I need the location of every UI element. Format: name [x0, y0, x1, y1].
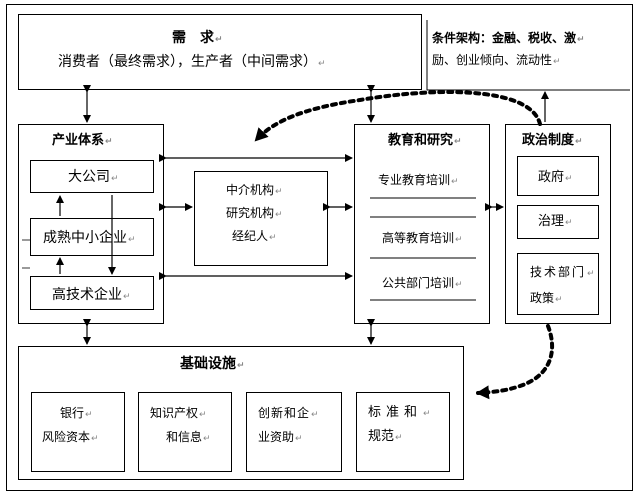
paragraph-mark: ↵ [215, 35, 223, 45]
paragraph-mark: ↵ [577, 35, 585, 45]
politics-item-label: 治理↵ [538, 214, 573, 229]
paragraph-mark: ↵ [454, 137, 462, 147]
paragraph-mark: ↵ [395, 433, 403, 443]
politics-item-government [517, 156, 599, 196]
demand-title: 需 求↵ [172, 30, 223, 46]
intermediary-item: 经纪人↵ [232, 229, 277, 243]
industry-item-label: 成熟中小企业↵ [43, 230, 136, 246]
education-title: 教育和研究↵ [388, 133, 462, 148]
paragraph-mark: ↵ [199, 410, 207, 420]
infra-item-funding [246, 392, 342, 472]
infra-item-line2: 规范↵ [368, 429, 403, 444]
paragraph-mark: ↵ [128, 235, 136, 245]
paragraph-mark: ↵ [451, 177, 459, 187]
infra-item-line2: 风险资本↵ [42, 430, 99, 444]
politics-title: 政治制度↵ [522, 133, 583, 148]
industry-item-label: 大公司↵ [68, 169, 119, 185]
paragraph-mark: ↵ [318, 59, 326, 69]
paragraph-mark: ↵ [105, 137, 113, 147]
intermediary-item: 研究机构↵ [226, 206, 283, 220]
infra-item-line1: 银行↵ [60, 406, 93, 420]
paragraph-mark: ↵ [275, 210, 283, 220]
paragraph-mark: ↵ [91, 434, 99, 444]
conditions-line2: 励、创业倾向、流动性↵ [432, 53, 561, 67]
infra-item-line1: 知识产权↵ [150, 406, 207, 420]
paragraph-mark: ↵ [237, 361, 245, 371]
education-item: 专业教育培训↵ [378, 173, 459, 187]
industry-title: 产业体系↵ [52, 133, 113, 148]
conditions-line1: 条件架构：金融、税收、激↵ [432, 31, 585, 45]
paragraph-mark: ↵ [311, 410, 320, 420]
politics-item-governance [517, 205, 599, 239]
intermediary-item: 中介机构↵ [226, 183, 283, 197]
infra-item-line2: 和信息↵ [166, 430, 211, 444]
paragraph-mark: ↵ [423, 409, 436, 419]
paragraph-mark: ↵ [565, 218, 573, 228]
infra-item-line2: 业资助↵ [258, 430, 303, 444]
paragraph-mark: ↵ [455, 235, 463, 245]
paragraph-mark: ↵ [295, 434, 303, 444]
paragraph-mark: ↵ [85, 410, 93, 420]
politics-policy-line2: 政策↵ [530, 291, 563, 305]
intermediary-box [194, 171, 328, 266]
paragraph-mark: ↵ [111, 174, 119, 184]
paragraph-mark: ↵ [565, 174, 573, 184]
infra-item-line1: 标准和↵ [368, 405, 436, 420]
industry-item-sme [30, 218, 154, 256]
paragraph-mark: ↵ [587, 269, 597, 279]
infra-item-ip [138, 392, 232, 472]
paragraph-mark: ↵ [203, 434, 211, 444]
paragraph-mark: ↵ [269, 233, 277, 243]
education-box [354, 124, 490, 324]
infra-item-standards [356, 392, 450, 472]
education-item: 公共部门培训↵ [382, 276, 463, 290]
industry-item-hitech [30, 276, 154, 310]
paragraph-mark: ↵ [275, 187, 283, 197]
infrastructure-title: 基础设施↵ [180, 356, 245, 372]
industry-item-large-company [30, 160, 154, 193]
politics-item-label: 政府↵ [538, 170, 573, 185]
paragraph-mark: ↵ [455, 280, 463, 290]
demand-subtitle: 消费者（最终需求），生产者（中间需求）↵ [58, 54, 326, 70]
politics-policy-line1: 技术部门↵ [530, 265, 597, 279]
industry-item-label: 高技术企业↵ [52, 287, 131, 303]
demand-box [18, 14, 422, 90]
paragraph-mark: ↵ [555, 295, 563, 305]
paragraph-mark: ↵ [575, 137, 583, 147]
paragraph-mark: ↵ [553, 57, 561, 67]
infra-item-banking [31, 392, 125, 472]
education-item: 高等教育培训↵ [382, 231, 463, 245]
infra-item-line1: 创新和企↵ [258, 406, 320, 420]
paragraph-mark: ↵ [123, 292, 131, 302]
politics-item-tech-policy [517, 253, 599, 315]
